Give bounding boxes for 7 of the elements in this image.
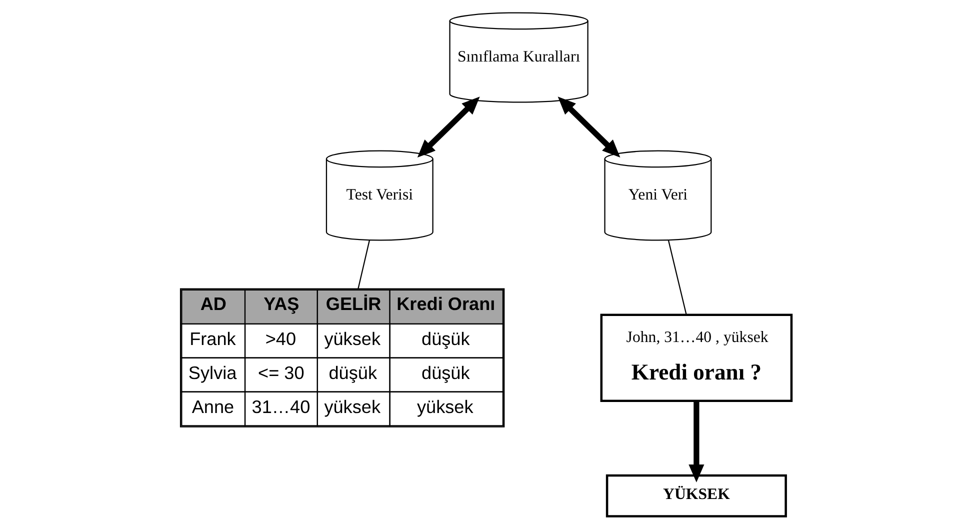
node-box: YÜKSEK — [605, 474, 786, 518]
connector — [667, 240, 686, 315]
arrow — [688, 401, 704, 482]
node-box: John, 31…40 , yüksek Kredi oranı ? — [600, 314, 792, 402]
connector — [357, 240, 370, 289]
arrow — [557, 96, 620, 158]
arrow — [416, 96, 480, 158]
